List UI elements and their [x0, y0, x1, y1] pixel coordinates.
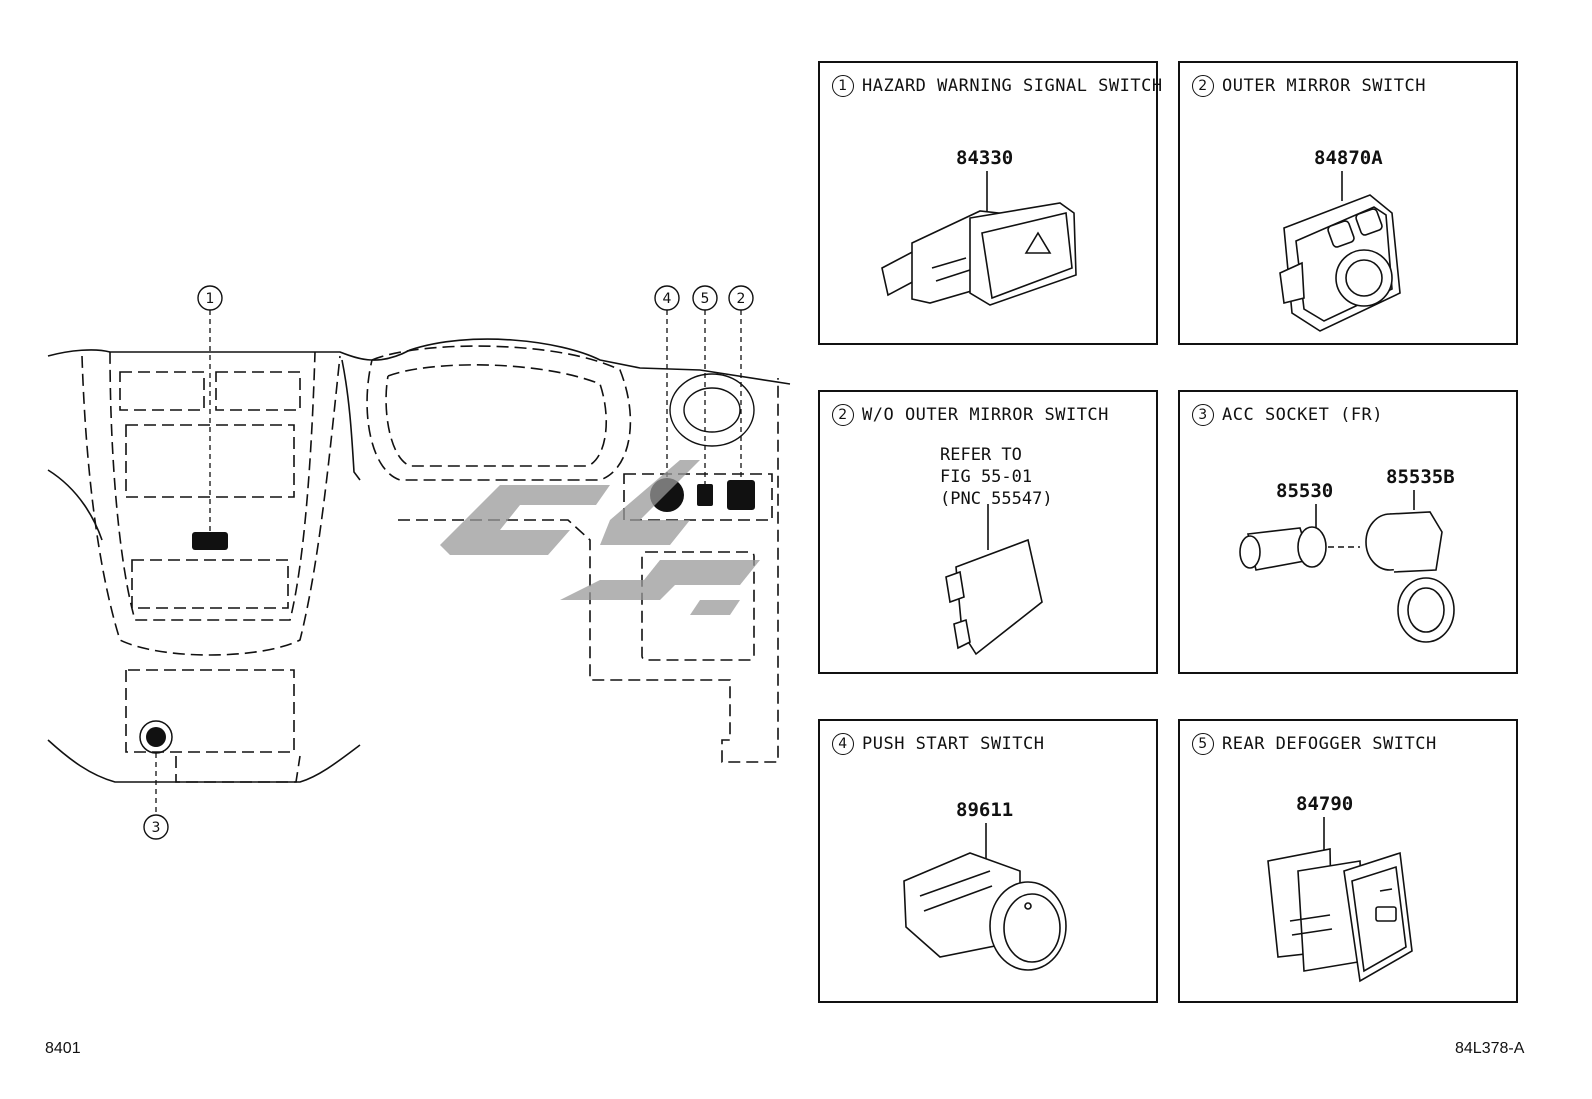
illustration-code: 84L378-A	[1455, 1040, 1525, 1057]
panel-number-circle: 1	[832, 75, 854, 97]
callout-circle-4	[654, 285, 680, 311]
dash-lower-contour	[47, 469, 103, 541]
steering-column	[398, 378, 779, 763]
console-inner	[109, 351, 316, 621]
console-outline	[81, 355, 341, 656]
panel-title: 1 HAZARD WARNING SIGNAL SWITCH	[832, 75, 1163, 97]
panel-title: 2 OUTER MIRROR SWITCH	[1192, 75, 1426, 97]
lower-panel	[131, 559, 289, 609]
callout-label-5: 5	[701, 291, 710, 307]
gauge-inner	[683, 387, 741, 433]
lower-storage-2	[175, 755, 301, 783]
callout-circle-3	[143, 814, 169, 840]
panel-title: 4 PUSH START SWITCH	[832, 733, 1045, 755]
hazard-switch-marker	[192, 532, 228, 550]
part-number: 84870A	[1314, 147, 1383, 169]
panel-rear-defogger-switch: 5 REAR DEFOGGER SWITCH 84790	[1178, 719, 1518, 1003]
dash-outline	[47, 338, 791, 385]
panel-title: 2 W/O OUTER MIRROR SWITCH	[832, 404, 1109, 426]
part-number: 89611	[956, 799, 1014, 821]
part-number: 84330	[956, 147, 1014, 169]
panel-wo-outer-mirror-switch: 2 W/O OUTER MIRROR SWITCH REFER TO FIG 55…	[818, 390, 1158, 674]
defogger-switch-drawing	[1267, 817, 1413, 983]
callout-circle-2	[728, 285, 754, 311]
part-number: 84790	[1296, 793, 1354, 815]
callout-label-2: 2	[737, 291, 746, 307]
callout-circle-5	[692, 285, 718, 311]
panel-number-circle: 2	[1192, 75, 1214, 97]
refer-note: REFER TO FIG 55-01 (PNC 55547)	[940, 445, 1053, 509]
panel-push-start-switch: 4 PUSH START SWITCH 89611	[818, 719, 1158, 1003]
callout-circle-1	[197, 285, 223, 311]
panel-title: 5 REAR DEFOGGER SWITCH	[1192, 733, 1437, 755]
dash-top-curve	[341, 359, 361, 481]
blank-cover-drawing	[945, 504, 1043, 656]
part-number: 85535B	[1386, 466, 1455, 488]
panel-number-circle: 2	[832, 404, 854, 426]
lower-storage	[125, 669, 295, 753]
panel-title-text: PUSH START SWITCH	[862, 734, 1045, 754]
panel-title-text: REAR DEFOGGER SWITCH	[1222, 734, 1437, 754]
panel-number-circle: 4	[832, 733, 854, 755]
panel-title: 3 ACC SOCKET (FR)	[1192, 404, 1383, 426]
acc-socket-marker	[146, 727, 166, 747]
panel-outer-mirror-switch: 2 OUTER MIRROR SWITCH 84870A	[1178, 61, 1518, 345]
acc-socket-drawing	[1239, 490, 1455, 643]
hazard-switch-drawing	[881, 171, 1077, 306]
vent-left	[119, 371, 205, 411]
gauge-ring	[669, 373, 755, 447]
panel-acc-socket: 3 ACC SOCKET (FR) 85530 85535B	[1178, 390, 1518, 674]
panel-title-text: ACC SOCKET (FR)	[1222, 405, 1384, 425]
dash-left-curve	[47, 739, 361, 783]
mirror-switch-marker	[727, 480, 755, 510]
part-number: 85530	[1276, 480, 1334, 502]
callout-label-1: 1	[206, 291, 215, 307]
display-area	[125, 424, 295, 498]
vent-right	[215, 371, 301, 411]
push-start-drawing	[903, 823, 1067, 971]
panel-number-circle: 3	[1192, 404, 1214, 426]
defogger-marker	[697, 484, 713, 506]
callout-label-4: 4	[663, 291, 672, 307]
cluster-inner	[385, 364, 607, 467]
figure-code: 8401	[45, 1040, 81, 1057]
callout-label-3: 3	[152, 820, 161, 836]
panel-title-text: W/O OUTER MIRROR SWITCH	[862, 405, 1109, 425]
panel-title-text: HAZARD WARNING SIGNAL SWITCH	[862, 76, 1163, 96]
panel-hazard-switch: 1 HAZARD WARNING SIGNAL SWITCH 84330	[818, 61, 1162, 345]
mirror-switch-drawing	[1279, 171, 1401, 332]
instrument-cluster	[366, 345, 632, 481]
panel-title-text: OUTER MIRROR SWITCH	[1222, 76, 1426, 96]
panel-number-circle: 5	[1192, 733, 1214, 755]
switch-panel	[623, 473, 773, 521]
